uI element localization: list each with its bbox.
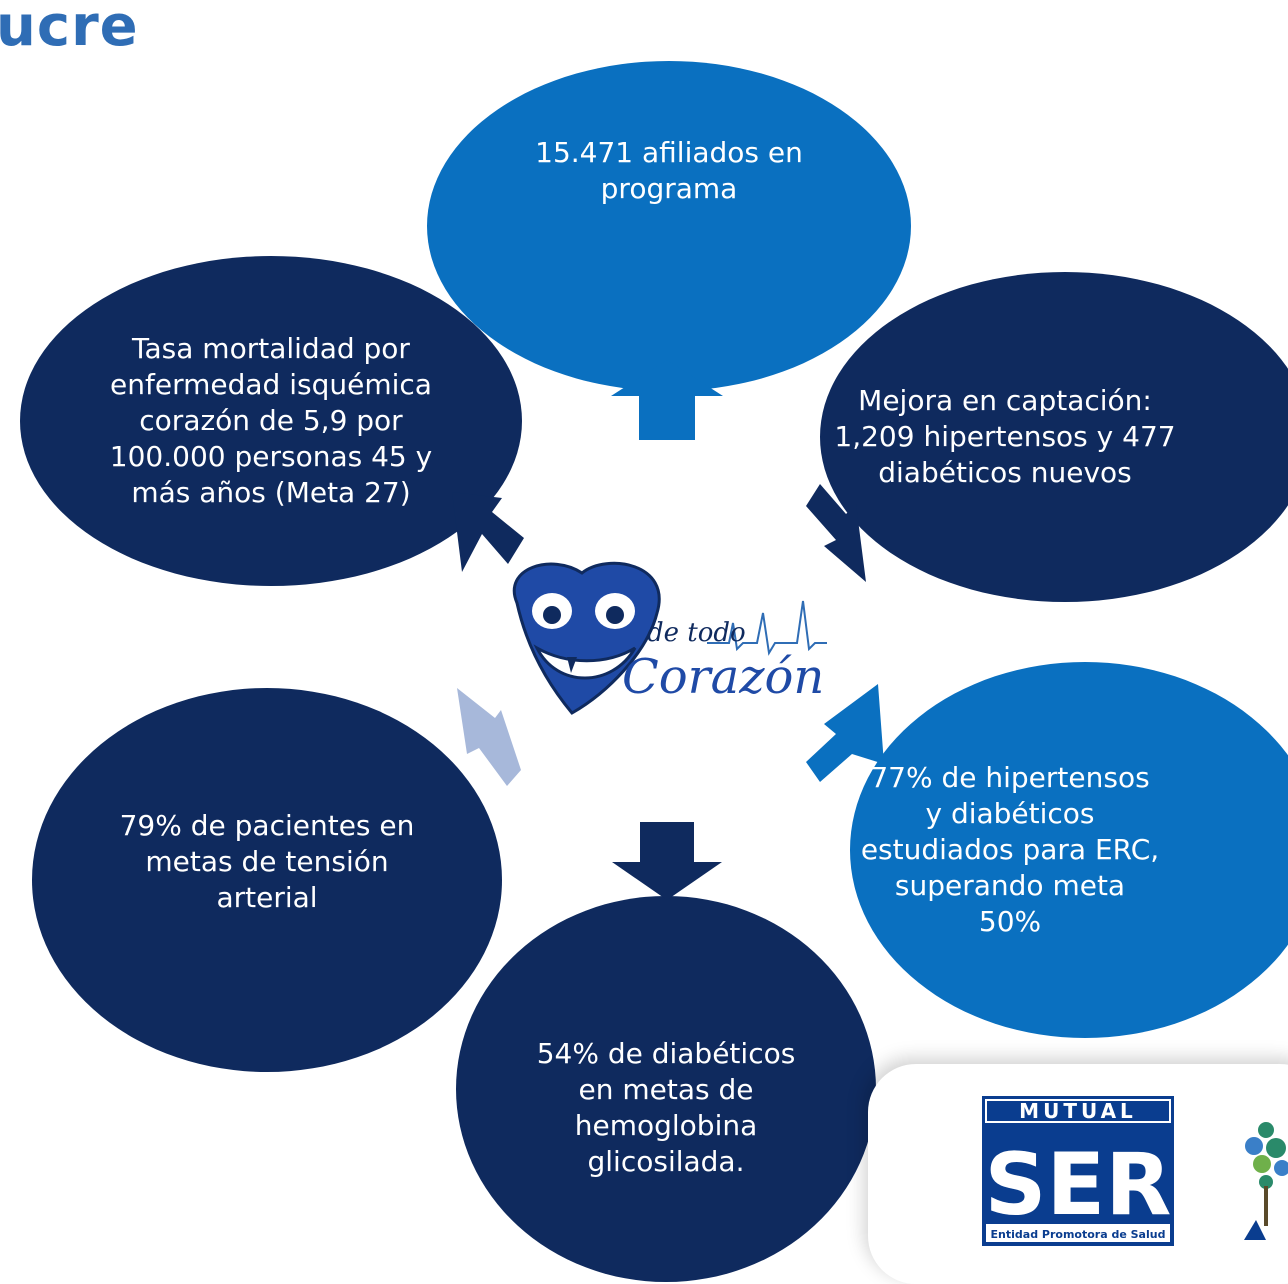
node-mortalidad: Tasa mortalidad por enfermedad isquémica…: [20, 256, 522, 586]
arrow-lower-left-icon: [457, 688, 521, 786]
arrow-upper-left-icon: [452, 492, 524, 572]
arrow-up-icon: [611, 360, 723, 440]
node-captacion: Mejora en captación: 1,209 hipertensos y…: [820, 272, 1288, 602]
node-hemoglobina-text: 54% de diabéticos en metas de hemoglobin…: [536, 1037, 796, 1178]
mutual-logo-tagline: Entidad Promotora de Salud: [991, 1228, 1166, 1241]
logo-line1: de todo: [647, 618, 746, 648]
node-hemoglobina: 54% de diabéticos en metas de hemoglobin…: [456, 896, 876, 1282]
page-title: ucre: [0, 0, 139, 59]
node-afiliados: 15.471 afiliados en programa: [427, 61, 911, 391]
de-todo-corazon-logo: de todo Corazón: [513, 561, 827, 715]
arrow-lower-right-icon: [806, 684, 884, 782]
mutual-ser-logo: MUTUAL SER Entidad Promotora de Salud: [982, 1096, 1174, 1246]
node-afiliados-text: 15.471 afiliados en programa: [535, 136, 803, 205]
mutual-logo-main: SER: [985, 1135, 1172, 1235]
node-tension-arterial-text: 79% de pacientes en metas de tensión art…: [119, 809, 415, 914]
node-erc: 77% de hipertensos y diabéticos estudiad…: [850, 662, 1288, 1038]
node-tension-arterial: 79% de pacientes en metas de tensión art…: [32, 688, 502, 1072]
node-erc-text: 77% de hipertensos y diabéticos estudiad…: [860, 761, 1160, 938]
node-mortalidad-text: Tasa mortalidad por enfermedad isquémica…: [109, 332, 433, 509]
partner-logo: [1244, 1122, 1288, 1240]
arrow-upper-right-icon: [806, 484, 866, 582]
logo-line2: Corazón: [622, 649, 824, 705]
node-captacion-text: Mejora en captación: 1,209 hipertensos y…: [834, 384, 1176, 489]
arrow-down-icon: [612, 822, 722, 900]
mutual-logo-top: MUTUAL: [1019, 1099, 1137, 1123]
